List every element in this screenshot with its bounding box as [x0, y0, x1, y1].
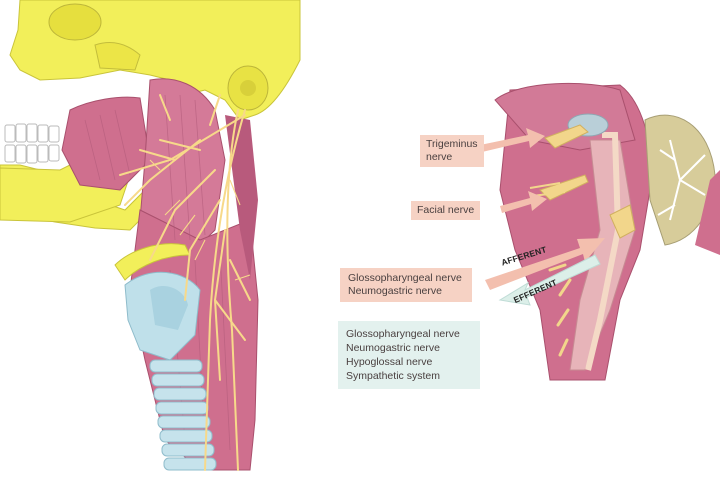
facial-label: Facial nerve [411, 201, 481, 220]
nerve-branches [119, 94, 251, 471]
right-edge-tissue [695, 170, 720, 255]
nerve-twigs [149, 159, 251, 281]
teeth [4, 123, 60, 164]
larynx-inner [150, 285, 188, 330]
trigeminus-arrow [480, 128, 545, 152]
afferent-arrow [485, 238, 605, 290]
brainstem-illustration [494, 82, 720, 381]
orbit [48, 3, 102, 41]
afferent-nerves-label: Glossopharyngeal nerve Neumogastric nerv… [340, 268, 472, 302]
lower-roots [548, 263, 572, 357]
zygomatic-bone [94, 42, 141, 71]
trigeminal-root [544, 124, 589, 149]
trigeminus-label: Trigeminus nerve [420, 135, 484, 167]
cerebellum-folia [657, 139, 706, 221]
facial-arrow [500, 191, 547, 213]
efferent-nerves-label: Glossopharyngeal nerve Neumogastric nerv… [338, 321, 480, 389]
head-neck-illustration [0, 0, 301, 471]
glossopharyngeal-root [609, 204, 636, 239]
efferent-arrow [498, 254, 601, 306]
ear-canal [240, 80, 256, 96]
